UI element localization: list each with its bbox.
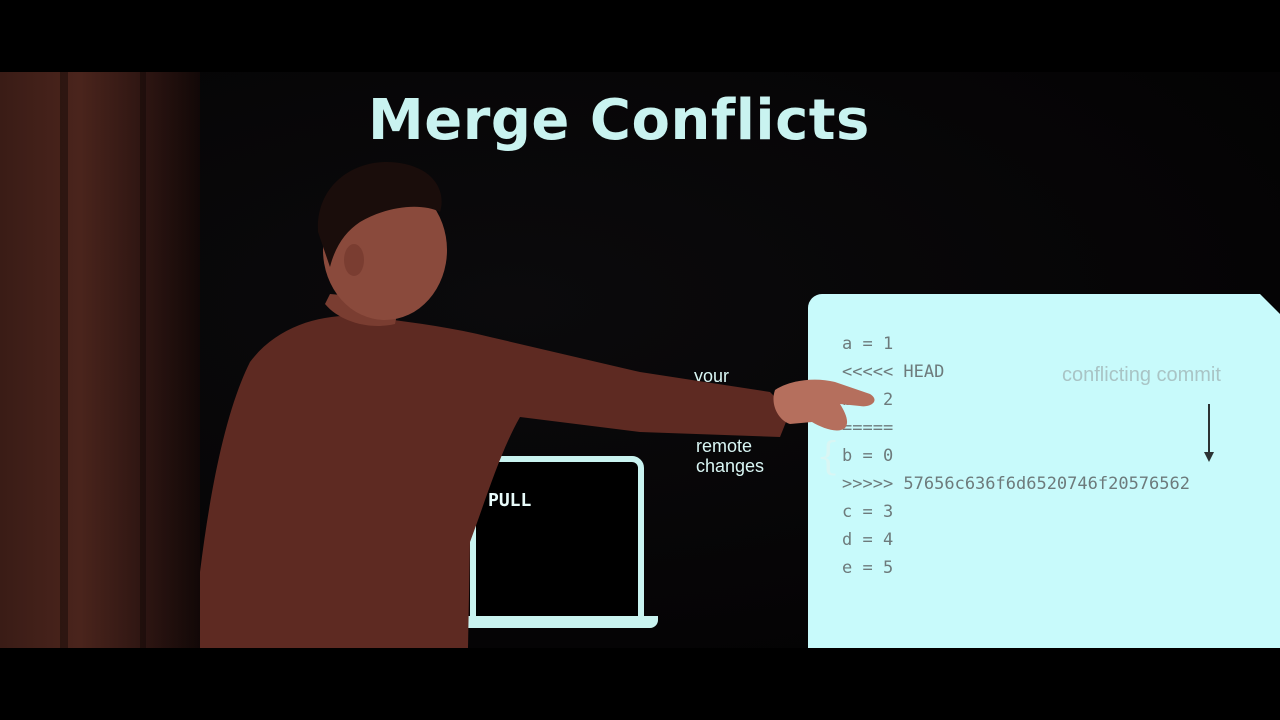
letterbox-top [0, 0, 1280, 72]
conflict-file [808, 294, 1280, 648]
laptop-base [454, 616, 658, 628]
presenter-ear [344, 244, 364, 276]
presenter-hand [773, 379, 875, 431]
conflicting-commit-annotation: conflicting commit [1062, 364, 1221, 386]
arrow-down-icon [1204, 404, 1214, 462]
code-line-commit-marker: >>>>> 57656c636f6d6520746f20576562 [842, 474, 1190, 494]
code-line: e = 5 [842, 558, 894, 578]
remote-changes-label: remote changes [696, 436, 765, 476]
code-line-head-marker: <<<<< HEAD [842, 362, 945, 382]
code-line-separator: ===== [842, 418, 894, 438]
curly-brace-icon: { [816, 434, 841, 478]
presenter-sweater [200, 315, 790, 648]
letterbox-bottom [0, 648, 1280, 720]
slide-title: Merge Conflicts [368, 88, 870, 153]
code-line: d = 4 [842, 530, 894, 550]
code-line: a = 1 [842, 334, 894, 354]
laptop-command-text: PULL [488, 490, 532, 511]
code-line: b = 0 [842, 446, 894, 466]
page-fold-icon [1260, 294, 1280, 314]
video-frame: Merge Conflicts PULL your remote changes… [0, 72, 1280, 648]
presenter [200, 161, 875, 648]
your-label: your [694, 366, 730, 386]
background-wall [0, 72, 200, 648]
laptop-icon: PULL [470, 456, 644, 628]
code-line: c = 3 [842, 502, 894, 522]
presenter-hair [317, 161, 442, 267]
